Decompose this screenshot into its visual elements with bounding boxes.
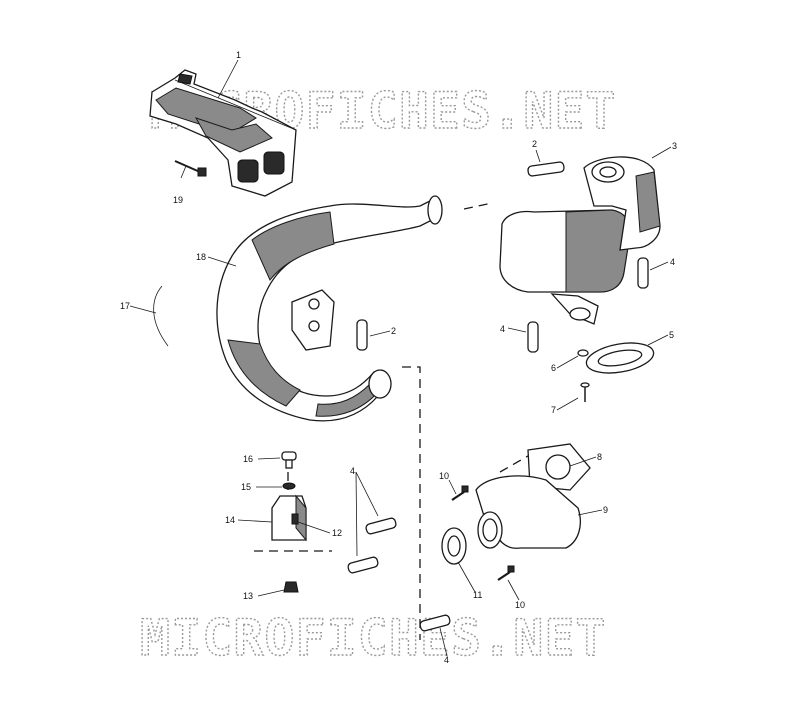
callout-6: 6 — [551, 363, 556, 373]
callout-2-mid: 2 — [391, 326, 396, 336]
callout-18: 18 — [196, 252, 206, 262]
spring-4-right — [637, 257, 649, 289]
callout-10-upper: 10 — [439, 471, 449, 481]
callout-16: 16 — [243, 454, 253, 464]
callout-labels: 1 2 3 19 18 4 17 2 4 5 6 7 16 4 8 10 15 … — [120, 50, 677, 665]
callout-7: 7 — [551, 405, 556, 415]
expansion-chamber — [216, 195, 443, 422]
washer-6 — [577, 349, 589, 357]
callout-2-top: 2 — [532, 139, 537, 149]
callout-4-bottom: 4 — [444, 655, 449, 665]
leader-lines — [129, 59, 672, 657]
watermark-bottom: MICROFICHES.NET — [140, 609, 607, 667]
y-pipe-assembly — [475, 443, 591, 549]
callout-5: 5 — [669, 330, 674, 340]
spring-4-mid — [527, 321, 539, 353]
callout-10-lower: 10 — [515, 600, 525, 610]
spring-4-lower-b — [347, 556, 379, 574]
callout-4-right: 4 — [670, 257, 675, 267]
callout-12: 12 — [332, 528, 342, 538]
callout-19: 19 — [173, 195, 183, 205]
bracket-assembly — [271, 451, 307, 593]
callout-11: 11 — [473, 590, 482, 600]
callout-15: 15 — [241, 482, 251, 492]
strap-17 — [153, 285, 169, 347]
callout-3: 3 — [672, 141, 677, 151]
gasket-5 — [585, 342, 655, 374]
silencer — [499, 156, 661, 325]
bolt-10-lower — [497, 565, 515, 581]
callout-9: 9 — [603, 505, 608, 515]
callout-4-mid: 4 — [500, 324, 505, 334]
callout-14: 14 — [225, 515, 235, 525]
gasket-11 — [441, 527, 467, 565]
spring-2-mid — [356, 319, 368, 351]
bolt-10-upper — [451, 485, 469, 501]
callout-8: 8 — [597, 452, 602, 462]
mounting-bracket — [149, 69, 297, 197]
callout-13: 13 — [243, 591, 253, 601]
bolt-19 — [174, 160, 207, 177]
assembly-lines — [254, 202, 529, 640]
spring-4-lower-a — [365, 517, 397, 535]
callout-4-lower: 4 — [350, 466, 355, 476]
screw-7 — [580, 382, 590, 402]
callout-1: 1 — [236, 50, 241, 60]
callout-17: 17 — [120, 301, 130, 311]
spring-2-top — [527, 161, 565, 177]
